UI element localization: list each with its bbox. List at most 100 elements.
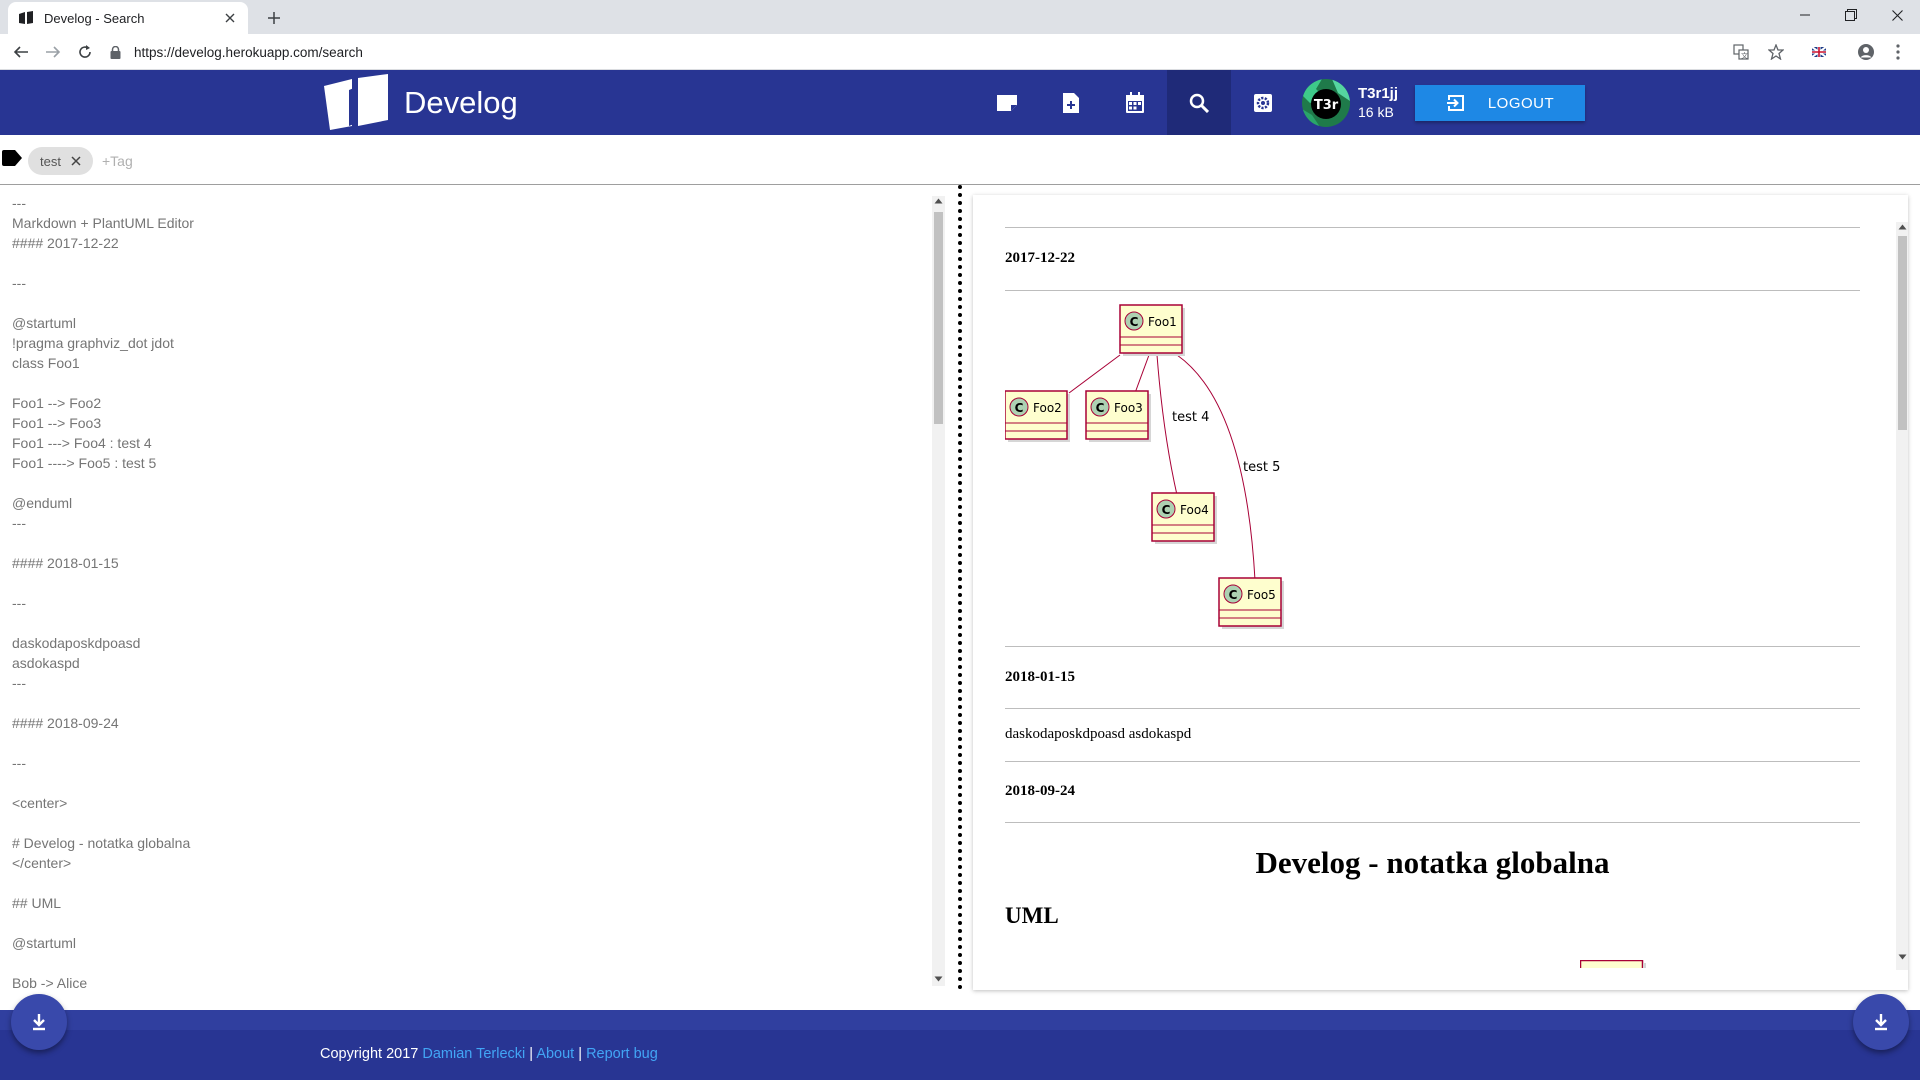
preview-paragraph: daskodaposkdpoasd asdokaspd bbox=[1005, 726, 1192, 742]
calendar-icon bbox=[1126, 91, 1144, 113]
editor-line: ## UML bbox=[12, 895, 62, 911]
editor-text[interactable]: --- Markdown + PlantUML Editor #### 2017-1… bbox=[12, 193, 194, 990]
browser-tab[interactable]: Develog - Search bbox=[8, 2, 248, 34]
footer-separator: | bbox=[529, 1046, 534, 1062]
tag-chip-label: test bbox=[40, 153, 61, 169]
restore-icon[interactable] bbox=[1828, 0, 1874, 30]
editor-line bbox=[12, 533, 194, 553]
editor-line: --- bbox=[12, 755, 26, 771]
editor-line: #### 2017-12-22 bbox=[12, 235, 119, 251]
preview-scroll-up-icon[interactable] bbox=[1898, 224, 1907, 230]
editor-line: @startuml bbox=[12, 935, 76, 951]
report-bug-link[interactable]: Report bug bbox=[586, 1046, 658, 1062]
minimize-icon[interactable] bbox=[1782, 0, 1828, 30]
preview-scrollbar-thumb[interactable] bbox=[1898, 236, 1907, 430]
editor-scroll-down-icon[interactable] bbox=[934, 976, 943, 982]
uk-flag-extension-icon[interactable] bbox=[1809, 42, 1829, 62]
preview-hr bbox=[1005, 646, 1860, 647]
editor-line: !pragma graphviz_dot jdot bbox=[12, 335, 174, 351]
storage-size: 16 kB bbox=[1358, 104, 1394, 120]
bookmark-star-icon[interactable] bbox=[1766, 42, 1786, 62]
editor-line bbox=[12, 873, 194, 893]
url-text: https://develog.herokuapp.com/search bbox=[134, 44, 363, 60]
close-tab-icon[interactable] bbox=[222, 10, 238, 26]
profile-icon[interactable] bbox=[1856, 42, 1876, 62]
editor-line bbox=[12, 953, 194, 973]
editor-line: Bob -> Alice bbox=[12, 975, 88, 990]
preview-hr bbox=[1005, 290, 1860, 291]
editor-line: Foo1 ----> Foo5 : test 5 bbox=[12, 455, 157, 471]
logout-label: LOGOUT bbox=[1487, 94, 1555, 112]
about-link[interactable]: About bbox=[536, 1046, 575, 1062]
author-link[interactable]: Damian Terlecki bbox=[422, 1046, 526, 1062]
svg-text:Foo5: Foo5 bbox=[1247, 588, 1276, 602]
uml-partial-box bbox=[1580, 960, 1646, 968]
uml-class-foo3: C Foo3 bbox=[1085, 390, 1151, 442]
editor-line: class Foo1 bbox=[12, 355, 80, 371]
preview-hr bbox=[1005, 822, 1860, 823]
nav-new-note[interactable] bbox=[1039, 70, 1103, 135]
editor-line: asdokaspd bbox=[12, 655, 80, 671]
svg-text:Foo3: Foo3 bbox=[1114, 401, 1143, 415]
editor-line bbox=[12, 573, 194, 593]
editor-scrollbar-thumb[interactable] bbox=[934, 212, 943, 424]
brand[interactable]: Develog bbox=[322, 74, 518, 132]
footer-stripe bbox=[0, 1010, 1920, 1030]
footer: Copyright 2017 Damian Terlecki | About |… bbox=[0, 1030, 1920, 1080]
translate-icon[interactable]: 文 bbox=[1731, 42, 1751, 62]
editor-line bbox=[12, 613, 194, 633]
remove-tag-icon[interactable] bbox=[71, 155, 83, 167]
editor-line bbox=[12, 913, 194, 933]
editor-line: --- bbox=[12, 195, 26, 211]
forward-icon[interactable] bbox=[43, 42, 63, 62]
uml-class-foo1: C Foo1 bbox=[1119, 304, 1185, 356]
nav-search[interactable] bbox=[1167, 70, 1231, 135]
editor-line bbox=[12, 773, 194, 793]
new-tab-icon[interactable] bbox=[262, 6, 286, 30]
back-icon[interactable] bbox=[11, 42, 31, 62]
editor-line bbox=[12, 693, 194, 713]
app-header: Develog T3r T3r1jj 16 kB bbox=[0, 70, 1920, 135]
download-markdown-button[interactable] bbox=[11, 994, 67, 1050]
nav-settings[interactable] bbox=[1231, 70, 1295, 135]
preview-hr bbox=[1005, 227, 1860, 228]
editor-line bbox=[12, 733, 194, 753]
uml-class-foo2: C Foo2 bbox=[1005, 390, 1070, 442]
browser-toolbar: https://develog.herokuapp.com/search 文 bbox=[0, 34, 1920, 70]
editor-line: @startuml bbox=[12, 315, 76, 331]
nav-notes[interactable] bbox=[975, 70, 1039, 135]
browser-tab-strip: Develog - Search bbox=[0, 0, 1920, 34]
editor-line bbox=[12, 253, 194, 273]
editor-line: #### 2018-01-15 bbox=[12, 555, 119, 571]
nav-calendar[interactable] bbox=[1103, 70, 1167, 135]
svg-text:C: C bbox=[1015, 401, 1024, 415]
editor-line: Foo1 ---> Foo4 : test 4 bbox=[12, 435, 152, 451]
uml-edge-label: test 5 bbox=[1243, 460, 1280, 475]
preview-heading: Develog - notatka globalna bbox=[1255, 845, 1610, 880]
editor-scroll-up-icon[interactable] bbox=[934, 198, 943, 204]
editor-line: # Develog - notatka globalna bbox=[12, 835, 191, 851]
tab-title: Develog - Search bbox=[44, 10, 145, 26]
logout-button[interactable]: LOGOUT bbox=[1415, 85, 1585, 121]
markdown-editor[interactable]: --- Markdown + PlantUML Editor #### 2017-1… bbox=[0, 193, 945, 990]
editor-line: --- bbox=[12, 595, 26, 611]
avatar-text: T3r bbox=[1314, 98, 1339, 113]
svg-text:C: C bbox=[1130, 315, 1139, 329]
tag-chip[interactable]: test bbox=[28, 147, 93, 175]
logout-icon bbox=[1446, 95, 1464, 111]
tag-input[interactable] bbox=[102, 149, 302, 173]
browser-menu-icon[interactable] bbox=[1888, 42, 1908, 62]
address-bar[interactable]: https://develog.herokuapp.com/search bbox=[110, 38, 1850, 66]
new-note-icon bbox=[1063, 92, 1079, 113]
svg-text:Foo1: Foo1 bbox=[1148, 315, 1177, 329]
preview-subheading: UML bbox=[1005, 903, 1059, 928]
reload-icon[interactable] bbox=[75, 42, 95, 62]
close-window-icon[interactable] bbox=[1874, 0, 1920, 30]
pane-divider[interactable] bbox=[958, 185, 962, 990]
editor-line: Markdown + PlantUML Editor bbox=[12, 215, 194, 231]
preview-scroll-down-icon[interactable] bbox=[1898, 954, 1907, 960]
user-info[interactable]: T3r T3r1jj 16 kB bbox=[1302, 78, 1398, 128]
download-html-button[interactable] bbox=[1853, 994, 1909, 1050]
editor-line: daskodaposkdpoasd bbox=[12, 635, 141, 651]
editor-line: --- bbox=[12, 675, 26, 691]
